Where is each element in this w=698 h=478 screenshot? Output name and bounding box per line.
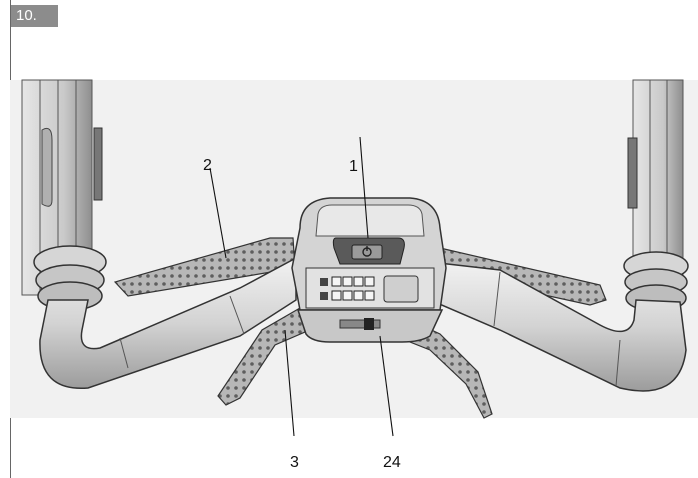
right-upright-post <box>623 79 689 312</box>
callout-leader-lines <box>209 136 394 437</box>
right-handlebar-tube <box>429 261 687 392</box>
power-button <box>351 244 383 260</box>
left-support-bracket <box>217 307 306 406</box>
callout-3: 3 <box>290 454 299 471</box>
callout-24: 24 <box>383 454 401 471</box>
left-upright-post <box>21 79 107 311</box>
console-port-cover <box>383 275 419 303</box>
left-handlebar-tube <box>39 256 297 389</box>
step-number-badge: 10. <box>11 5 58 27</box>
callout-1: 1 <box>349 158 358 175</box>
console-housing <box>291 197 447 343</box>
left-heart-rate-grip <box>113 237 296 297</box>
right-support-bracket <box>404 319 493 419</box>
console-cable-connector <box>364 318 374 330</box>
callout-2: 2 <box>203 157 212 174</box>
